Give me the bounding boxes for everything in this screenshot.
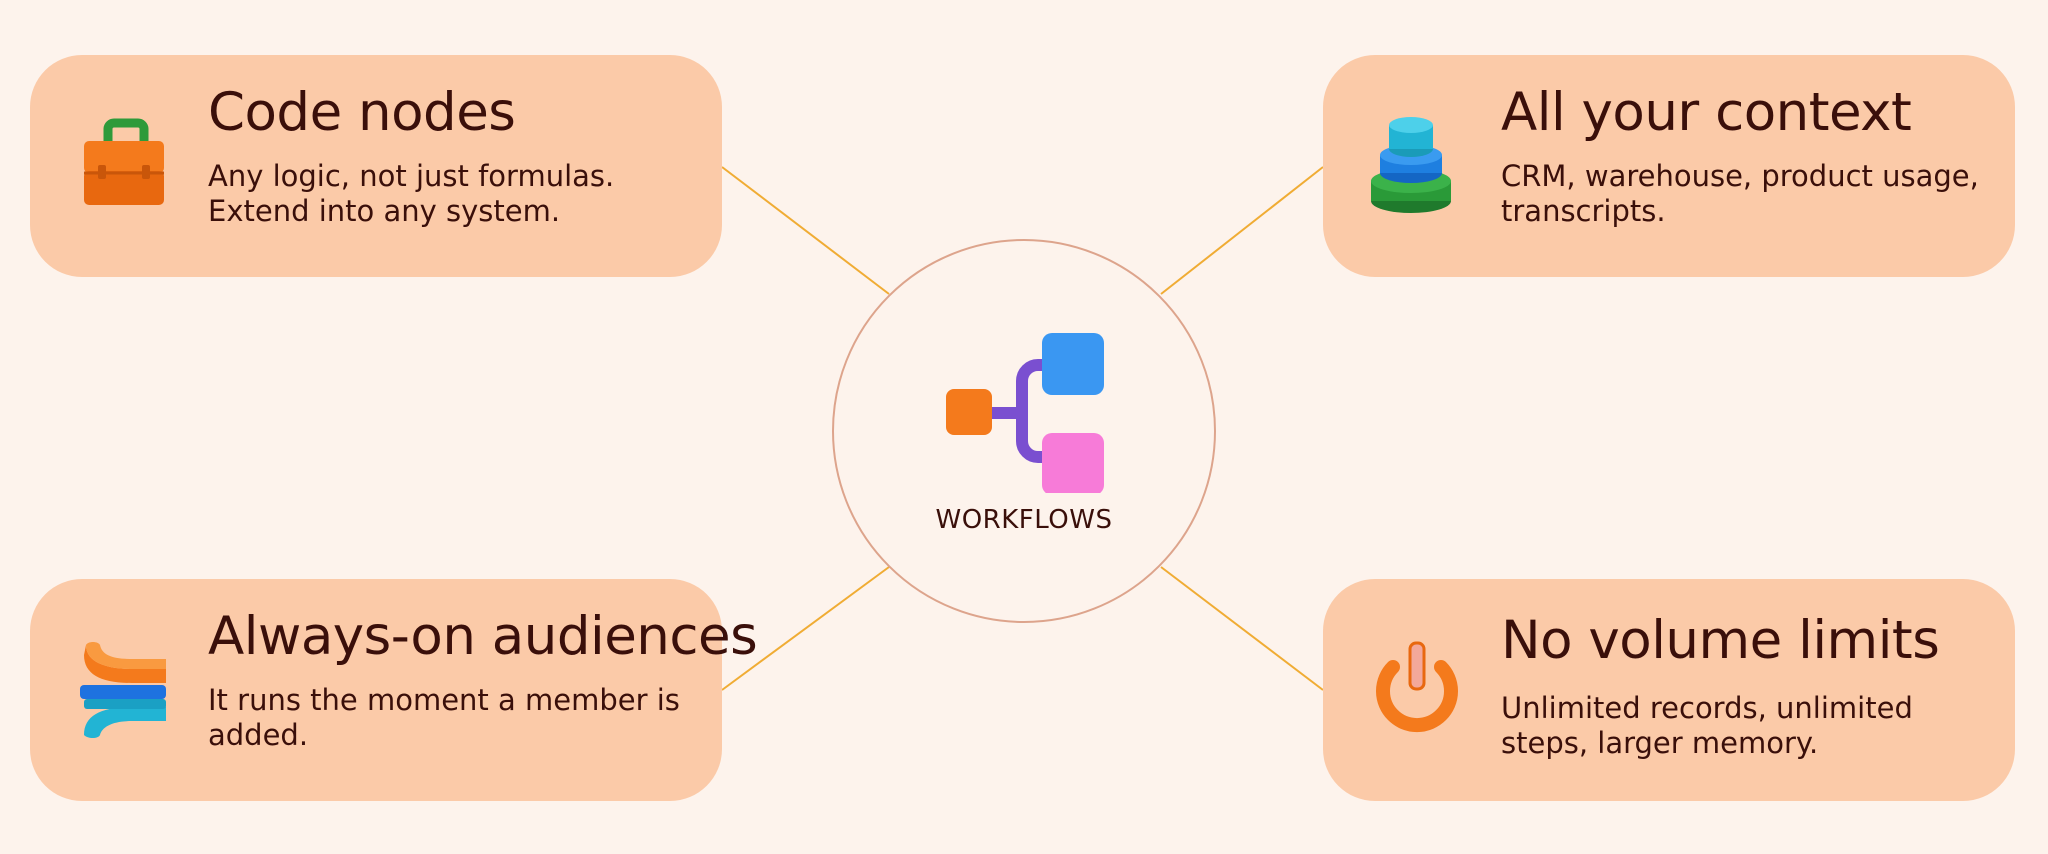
stacked-database-icon — [1371, 107, 1467, 223]
workflows-hub: WORKFLOWS — [832, 239, 1216, 623]
feature-card-code-nodes: Code nodes Any logic, not just formulas.… — [30, 55, 722, 277]
card-title: Code nodes — [208, 82, 516, 143]
feature-card-no-volume-limits: No volume limits Unlimited records, unli… — [1323, 579, 2015, 801]
card-description: Any logic, not just formulas. Extend int… — [208, 159, 615, 228]
connector-top-left — [721, 166, 890, 295]
card-description: Unlimited records, unlimited steps, larg… — [1501, 691, 1913, 760]
card-description: It runs the moment a member is added. — [208, 683, 680, 752]
card-title: All your context — [1501, 82, 1912, 143]
workflow-icon — [944, 323, 1108, 495]
merge-layers-icon — [78, 631, 174, 747]
connector-bottom-right — [1160, 566, 1324, 691]
power-icon — [1371, 631, 1467, 747]
feature-card-always-on-audiences: Always-on audiences It runs the moment a… — [30, 579, 758, 801]
connector-bottom-left — [721, 566, 890, 691]
card-title: Always-on audiences — [208, 606, 758, 667]
hub-label: WORKFLOWS — [935, 505, 1113, 535]
card-description: CRM, warehouse, product usage, transcrip… — [1501, 159, 1979, 228]
card-title: No volume limits — [1501, 610, 1940, 671]
feature-card-all-your-context: All your context CRM, warehouse, product… — [1323, 55, 2015, 277]
connector-top-right — [1160, 166, 1324, 295]
toolbox-icon — [78, 107, 174, 223]
